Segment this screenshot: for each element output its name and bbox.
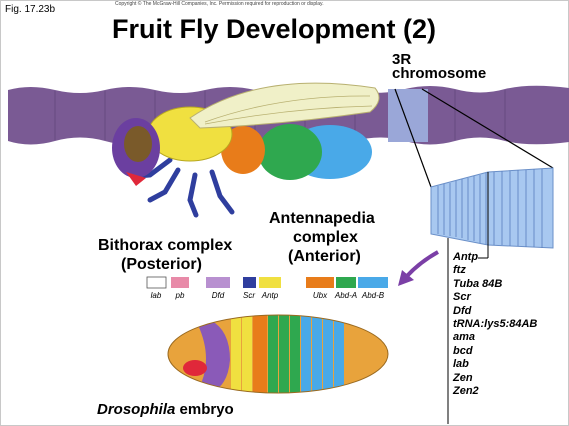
- diagram-title: Fruit Fly Development (2): [112, 14, 436, 45]
- gene-label-pb: pb: [175, 291, 185, 300]
- embryo-segment-head: [168, 310, 212, 400]
- figure-label: Fig. 17.23b: [5, 4, 55, 15]
- gene-list: Antp ftz Tuba 84B Scr Dfd tRNA:lys5:84AB…: [453, 251, 537, 398]
- gene-list-item: ftz: [453, 264, 537, 277]
- chromosome-label-word: chromosome: [392, 66, 486, 81]
- embryo-segment-blue-3: [323, 312, 333, 398]
- gene-list-item: Tuba 84B: [453, 278, 537, 291]
- drosophila-embryo: [168, 310, 390, 400]
- caption-rest: embryo: [175, 401, 233, 418]
- antennapedia-complex-region: (Anterior): [288, 247, 361, 266]
- caption-species: Drosophila: [97, 401, 175, 418]
- gene-list-item: Zen: [453, 372, 537, 385]
- gene-label-lab: lab: [151, 291, 162, 300]
- gene-bar-ubx: [306, 277, 334, 288]
- gene-label-dfd: Dfd: [212, 291, 225, 300]
- embryo-segment-green-2: [279, 312, 289, 398]
- antennapedia-complex-label: complex: [293, 228, 358, 247]
- gene-label-abd-a: Abd-A: [334, 291, 357, 300]
- embryo-segment-yellow-2: [242, 312, 252, 398]
- embryo-red-spot: [183, 360, 207, 376]
- gene-list-item: bcd: [453, 345, 537, 358]
- chromosome-highlight-band: [388, 89, 428, 142]
- hox-gene-bars: lab pb Dfd Scr Antp Ubx Abd-A Abd-B: [147, 277, 388, 300]
- antennapedia-complex-name: Antennapedia: [269, 209, 375, 228]
- gene-list-item: Dfd: [453, 305, 537, 318]
- embryo-segment-green-1: [268, 312, 278, 398]
- gene-label-scr: Scr: [243, 291, 255, 300]
- gene-bar-antp: [259, 277, 281, 288]
- gene-list-item: Antp: [453, 251, 537, 264]
- bithorax-complex-name: Bithorax complex: [98, 236, 232, 255]
- gene-label-antp: Antp: [261, 291, 279, 300]
- gene-list-item: lab: [453, 358, 537, 371]
- gene-list-item: tRNA:lys5:84AB: [453, 318, 537, 331]
- gene-label-ubx: Ubx: [313, 291, 328, 300]
- embryo-caption: Drosophila embryo: [97, 401, 234, 418]
- embryo-segment-blue-4: [334, 312, 344, 398]
- gene-bar-lab: [147, 277, 166, 288]
- gene-list-item: ama: [453, 331, 537, 344]
- mapping-arrow-shaft: [407, 252, 438, 276]
- gene-bar-pb: [171, 277, 189, 288]
- fly-abdomen-green: [258, 124, 322, 180]
- gene-list-item: Zen2: [453, 385, 537, 398]
- gene-bar-dfd: [206, 277, 230, 288]
- gene-bar-abd-a: [336, 277, 356, 288]
- gene-bar-abd-b: [358, 277, 388, 288]
- embryo-segment-orange: [253, 312, 267, 398]
- bithorax-complex-region: (Posterior): [121, 255, 202, 274]
- embryo-segment-blue-1: [301, 312, 311, 398]
- embryo-segment-green-3: [290, 312, 300, 398]
- embryo-segment-blue-2: [312, 312, 322, 398]
- copyright-notice: Copyright © The McGraw-Hill Companies, I…: [115, 1, 324, 7]
- embryo-segment-yellow-1: [231, 312, 241, 398]
- gene-label-abd-b: Abd-B: [361, 291, 385, 300]
- gene-bar-scr: [243, 277, 256, 288]
- gene-list-item: Scr: [453, 291, 537, 304]
- fly-eye: [124, 126, 152, 162]
